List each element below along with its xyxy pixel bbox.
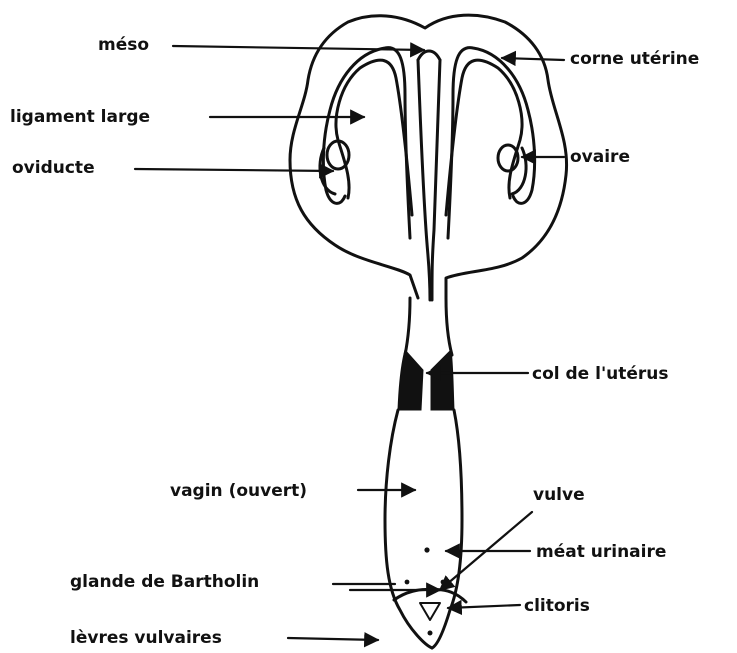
label-corne-uterine: corne utérine xyxy=(570,49,699,69)
label-ligament-large: ligament large xyxy=(10,107,150,127)
clitoris-marker xyxy=(420,603,440,636)
label-col-uterus: col de l'utérus xyxy=(532,364,669,384)
label-ovaire: ovaire xyxy=(570,147,630,167)
label-levres-vulvaires: lèvres vulvaires xyxy=(70,628,222,648)
label-meat-urinaire: méat urinaire xyxy=(536,542,666,562)
leader-lines xyxy=(135,46,564,640)
label-vagin: vagin (ouvert) xyxy=(170,481,307,501)
label-glande-bartholin: glande de Bartholin xyxy=(70,572,259,592)
label-oviducte: oviducte xyxy=(12,158,95,178)
cervix xyxy=(398,298,454,410)
label-vulve: vulve xyxy=(533,485,585,505)
uterine-horns xyxy=(323,48,534,300)
label-meso: méso xyxy=(98,35,149,55)
label-clitoris: clitoris xyxy=(524,596,590,616)
ovary-right xyxy=(498,145,526,194)
vulva-dots xyxy=(405,547,446,584)
